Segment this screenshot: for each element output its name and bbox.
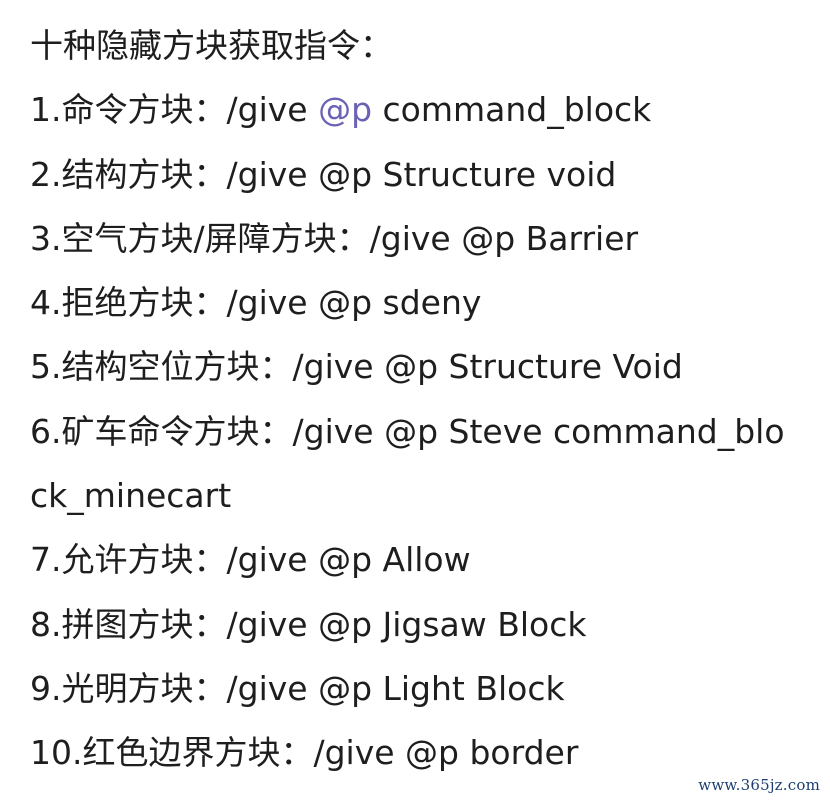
document-body: 十种隐藏方块获取指令： 1.命令方块：/give @p command_bloc… (30, 14, 830, 786)
item-target: @p (318, 540, 373, 580)
item-name: 结构方块： (61, 154, 227, 194)
item-target: @p (384, 347, 439, 387)
item-number: 2. (30, 154, 62, 194)
item-command: /give (226, 90, 319, 130)
item-argument: Steve command_blo (438, 411, 785, 451)
list-item-2: 2.结构方块：/give @p Structure void (30, 143, 830, 207)
item-name: 允许方块： (61, 540, 227, 580)
item-command: /give (292, 347, 385, 387)
item-number: 8. (30, 604, 62, 644)
item-name: 光明方块： (61, 668, 227, 708)
list-item-8: 8.拼图方块：/give @p Jigsaw Block (30, 593, 830, 657)
item-number: 6. (30, 411, 62, 451)
item-command: /give (313, 733, 406, 773)
item-name: 矿车命令方块： (61, 411, 293, 451)
item-argument: Jigsaw Block (372, 604, 587, 644)
list-item-6: 6.矿车命令方块：/give @p Steve command_blo (30, 400, 830, 464)
document-title: 十种隐藏方块获取指令： (30, 26, 393, 65)
item-target: @p (318, 283, 373, 323)
item-argument: Barrier (515, 218, 639, 258)
item-number: 4. (30, 283, 62, 323)
item-argument: command_block (372, 90, 652, 130)
item-name: 拼图方块： (61, 604, 227, 644)
list-item-9: 9.光明方块：/give @p Light Block (30, 657, 830, 721)
item-argument: sdeny (372, 283, 482, 323)
list-item-1: 1.命令方块：/give @p command_block (30, 78, 830, 142)
item-target: @p (318, 604, 373, 644)
item-target: @p (318, 154, 373, 194)
item-number: 5. (30, 347, 62, 387)
item-number: 1. (30, 90, 62, 130)
item-command: /give (226, 668, 319, 708)
item-argument: Structure Void (438, 347, 683, 387)
item-name: 空气方块/屏障方块： (61, 218, 370, 258)
item-number: 7. (30, 540, 62, 580)
item-name: 结构空位方块： (61, 347, 293, 387)
item-command: /give (226, 540, 319, 580)
player-mention-link[interactable]: @p (318, 90, 373, 130)
list-item-7: 7.允许方块：/give @p Allow (30, 528, 830, 592)
item-target: @p (384, 411, 439, 451)
list-item-5: 5.结构空位方块：/give @p Structure Void (30, 335, 830, 399)
item-command: /give (292, 411, 385, 451)
list-item-6-continuation: ck_minecart (30, 476, 232, 516)
item-name: 命令方块： (61, 90, 227, 130)
item-command: /give (226, 604, 319, 644)
item-argument: Light Block (372, 668, 565, 708)
item-command: /give (226, 283, 319, 323)
item-argument: Allow (372, 540, 471, 580)
item-target: @p (318, 668, 373, 708)
item-name: 红色边界方块： (82, 733, 314, 773)
item-number: 3. (30, 218, 62, 258)
list-item-3: 3.空气方块/屏障方块：/give @p Barrier (30, 207, 830, 271)
item-name: 拒绝方块： (61, 283, 227, 323)
item-command: /give (369, 218, 462, 258)
item-target: @p (405, 733, 459, 773)
item-command: /give (226, 154, 319, 194)
item-argument: Structure void (372, 154, 617, 194)
item-number: 10. (30, 733, 83, 773)
list-item-4: 4.拒绝方块：/give @p sdeny (30, 271, 830, 335)
list-item-10: 10.红色边界方块：/give @p border (30, 721, 830, 785)
item-number: 9. (30, 668, 62, 708)
watermark: www.365jz.com (698, 776, 820, 794)
item-target: @p (461, 218, 516, 258)
item-argument: border (459, 733, 579, 773)
